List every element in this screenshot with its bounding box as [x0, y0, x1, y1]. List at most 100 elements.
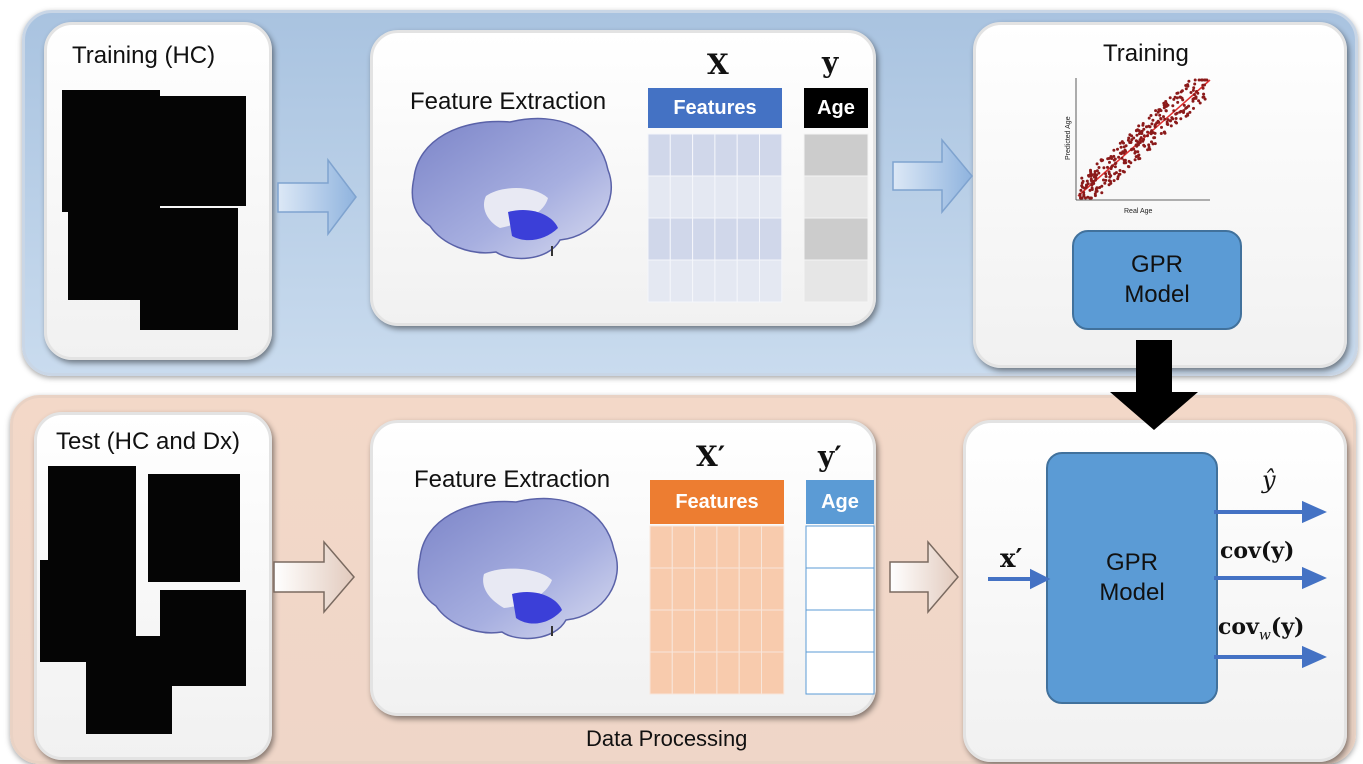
scatter-point — [1165, 122, 1169, 126]
scatter-point — [1138, 138, 1142, 142]
arrow-head-icon — [1302, 500, 1327, 524]
scatter-point — [1159, 117, 1163, 121]
scatter-point — [1134, 139, 1138, 143]
test-features-header: Features — [650, 480, 784, 524]
scatter-point — [1107, 170, 1111, 174]
scatter-point — [1130, 147, 1134, 151]
scatter-point — [1172, 109, 1176, 113]
scatter-point — [1090, 188, 1094, 191]
data-processing-label: Data Processing — [586, 726, 748, 751]
training-feature-table — [647, 133, 869, 303]
test-input-symbol: x′ — [1000, 544, 1023, 574]
scatter-point — [1121, 150, 1125, 154]
scatter-point — [1192, 86, 1196, 90]
table-cell — [716, 609, 740, 653]
scatter-point — [1154, 109, 1158, 113]
test-target-symbol: y′ — [818, 440, 842, 473]
scatter-point — [1162, 130, 1166, 134]
io-arrows — [988, 500, 1327, 669]
scatter-point — [1175, 96, 1179, 100]
scatter-point — [1153, 125, 1157, 129]
scatter-point — [1145, 125, 1148, 129]
scatter-point — [1180, 89, 1184, 93]
scatter-point — [1157, 120, 1161, 124]
scatter-point — [1188, 110, 1192, 114]
scatter-point — [1192, 106, 1195, 110]
table-cell — [803, 259, 869, 303]
age-scatter-plot: Real Age Predicted Age — [1065, 78, 1211, 215]
table-cell — [805, 609, 875, 653]
test-feature-card — [370, 420, 876, 716]
scatter-point — [1203, 78, 1206, 82]
scatter-point — [1174, 112, 1178, 116]
table-cell — [649, 651, 673, 695]
arrow-right-icon — [277, 157, 357, 237]
scatter-point — [1169, 124, 1173, 128]
scatter-point — [1137, 129, 1141, 133]
scatter-point — [1184, 87, 1188, 91]
scatter-point — [1191, 88, 1195, 92]
scatter-point — [1113, 165, 1117, 169]
scatter-point — [1113, 157, 1117, 161]
scatter-point — [1084, 196, 1087, 200]
output-cov-w: covw(y) — [1218, 614, 1304, 643]
scatter-point — [1093, 170, 1097, 173]
scatter-point — [1127, 136, 1131, 140]
scatter-point — [1080, 184, 1084, 188]
scatter-point — [1126, 138, 1130, 142]
scatter-point — [1135, 144, 1139, 148]
test-feature-table — [649, 525, 875, 695]
scatter-point — [1164, 109, 1168, 113]
scatter-point — [1201, 83, 1205, 87]
scatter-point — [1168, 96, 1172, 100]
scatter-point — [1138, 141, 1142, 144]
scatter-point — [1116, 177, 1120, 181]
scatter-point — [1085, 179, 1089, 183]
table-cell — [647, 175, 671, 219]
table-cell — [669, 175, 694, 219]
scatter-point — [1120, 156, 1124, 160]
scatter-point — [1193, 78, 1197, 82]
table-cell — [736, 217, 761, 261]
scatter-point — [1135, 133, 1139, 137]
scatter-point — [1132, 136, 1136, 140]
training-age-header: Age — [804, 88, 868, 128]
table-cell — [716, 567, 740, 611]
scatter-point — [1179, 95, 1183, 99]
training-target-symbol: y — [822, 46, 839, 79]
mri-scan-image — [148, 474, 240, 582]
table-cell — [669, 133, 694, 177]
scatter-point — [1154, 113, 1158, 117]
table-cell — [714, 217, 738, 261]
table-cell — [759, 133, 783, 177]
scatter-point — [1195, 90, 1198, 93]
scatter-point — [1109, 174, 1113, 178]
scatter-point — [1150, 140, 1153, 144]
table-cell — [692, 133, 716, 177]
scatter-point — [1113, 172, 1117, 176]
table-cell — [694, 567, 718, 611]
scatter-point — [1122, 170, 1126, 174]
scatter-point — [1095, 169, 1099, 173]
mri-scan-image — [156, 96, 246, 206]
table-cell — [759, 259, 783, 303]
scatter-point — [1141, 123, 1145, 127]
scatter-point — [1112, 179, 1116, 183]
scatter-point — [1099, 158, 1103, 162]
scatter-point — [1104, 175, 1108, 178]
arrow-right-icon — [892, 137, 973, 215]
table-cell — [671, 525, 696, 569]
scatter-point — [1129, 140, 1133, 144]
table-cell — [759, 217, 783, 261]
table-cell — [692, 217, 716, 261]
output-cov-w-name: cov — [1218, 614, 1259, 640]
scatter-point — [1187, 79, 1191, 83]
scatter-point — [1095, 189, 1099, 193]
table-cell — [647, 133, 671, 177]
brain-icon — [417, 497, 619, 640]
scatter-point — [1147, 116, 1151, 120]
table-cell — [736, 133, 761, 177]
arrow-head-icon — [1030, 568, 1051, 590]
